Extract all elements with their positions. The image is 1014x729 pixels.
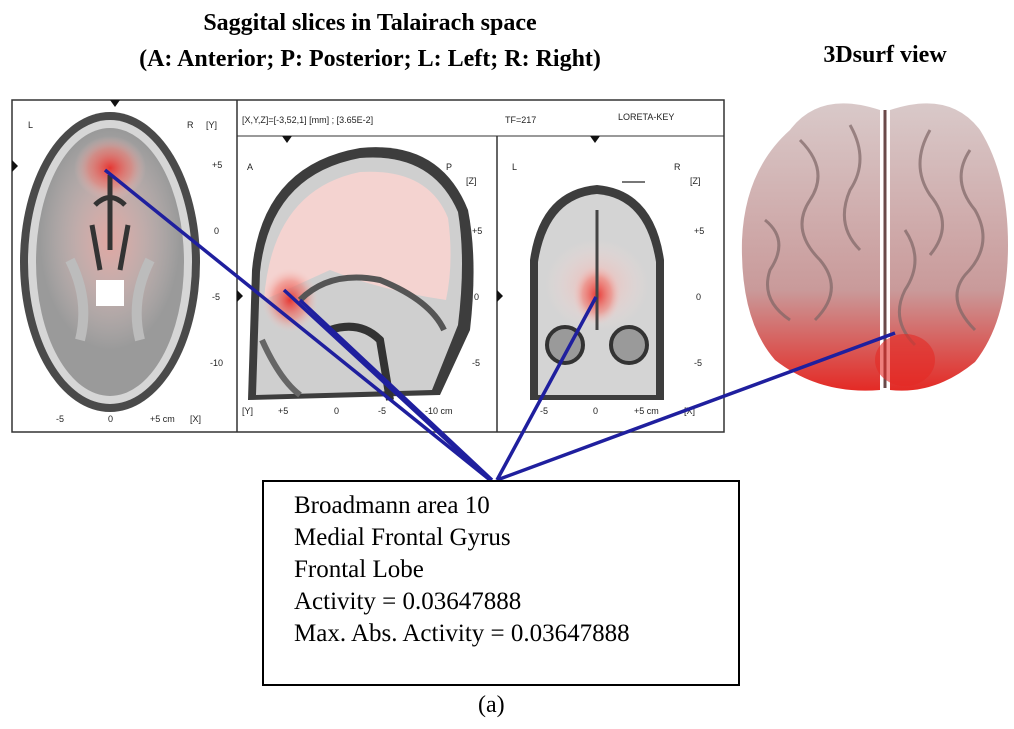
activity-value: Activity = 0.03647888 — [294, 586, 738, 618]
panel3-tick-x: -5 — [540, 406, 548, 416]
panel3-tick-x: +5 cm — [634, 406, 659, 416]
panel3-right-label: R — [674, 162, 681, 172]
brodmann-area-label: Broadmann area 10 — [294, 490, 738, 522]
coordinate-readout: [X,Y,Z]=[-3,52,1] [mm] ; [3.65E-2] — [242, 115, 373, 125]
panel1-tick-x: [X] — [190, 414, 201, 424]
panel1-tick-y: +5 — [212, 160, 222, 170]
lobe-label: Frontal Lobe — [294, 554, 738, 586]
panel1-tick-x: -5 — [56, 414, 64, 424]
panel2-tick-y: 0 — [474, 292, 479, 302]
panel2-tick-x: -10 cm — [425, 406, 453, 416]
panel2-tick-x: 0 — [334, 406, 339, 416]
panel1-tick-y: 0 — [214, 226, 219, 236]
tf-readout: TF=217 — [505, 115, 536, 125]
panel3-tick-y: +5 — [694, 226, 704, 236]
panel1-tick-x: +5 cm — [150, 414, 175, 424]
panel2-tick-y: -5 — [472, 358, 480, 368]
panel2-axis-label: [Z] — [466, 176, 477, 186]
figure-caption: (a) — [478, 692, 505, 719]
panel1-tick-x: 0 — [108, 414, 113, 424]
panel1-tick-y: -10 — [210, 358, 223, 368]
panel2-tick-x: +5 — [278, 406, 288, 416]
panel3-tick-y: -5 — [694, 358, 702, 368]
panel1-tick-y: -5 — [212, 292, 220, 302]
panel1-right-label: R — [187, 120, 194, 130]
panel2-left-label: A — [247, 162, 253, 172]
gyrus-label: Medial Frontal Gyrus — [294, 522, 738, 554]
region-info-box: Broadmann area 10 Medial Frontal Gyrus F… — [262, 480, 740, 686]
3d-surface-brain — [742, 103, 1008, 390]
max-activity-value: Max. Abs. Activity = 0.03647888 — [294, 618, 738, 650]
panel1-left-label: L — [28, 120, 33, 130]
panel2-tick-x: -5 — [378, 406, 386, 416]
loreta-key-label: LORETA-KEY — [618, 112, 674, 122]
panel3-left-label: L — [512, 162, 517, 172]
panel2-tick-x: [Y] — [242, 406, 253, 416]
panel3-axis-label: [Z] — [690, 176, 701, 186]
panel3-tick-x: 0 — [593, 406, 598, 416]
panel3-tick-y: 0 — [696, 292, 701, 302]
panel2-right-label: P — [446, 162, 452, 172]
panel2-tick-y: +5 — [472, 226, 482, 236]
panel1-axis-label: [Y] — [206, 120, 217, 130]
